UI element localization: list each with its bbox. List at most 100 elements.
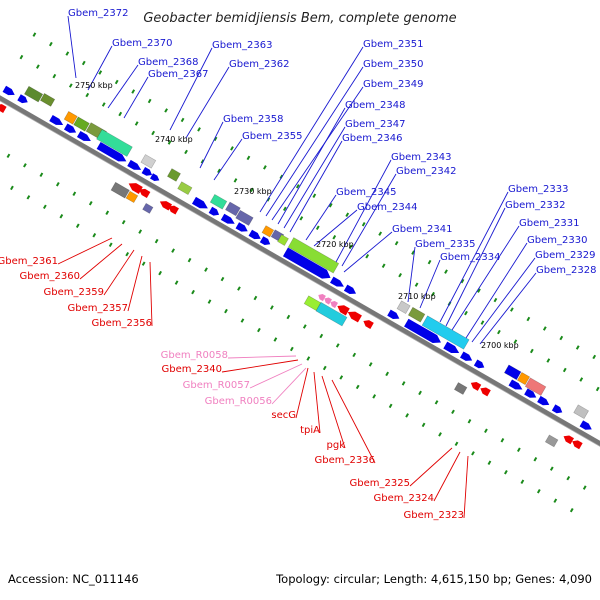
tick-mark	[174, 280, 179, 285]
forward-gene-label: Gbem_2342	[396, 166, 456, 177]
tick-mark	[414, 282, 419, 287]
leader-line	[283, 126, 346, 229]
forward-gene-arrow	[259, 236, 271, 246]
tick-mark	[582, 485, 587, 490]
tick-mark	[237, 286, 241, 291]
forward-gene-arrow	[443, 341, 460, 354]
tick-mark	[108, 242, 113, 247]
tick-mark	[72, 191, 77, 196]
leader-line	[87, 45, 113, 91]
tick-mark	[454, 441, 459, 447]
forward-gene-arrow	[330, 276, 344, 287]
forward-gene-label: Gbem_2363	[212, 40, 272, 51]
tick-mark	[549, 466, 554, 471]
tick-mark	[559, 335, 564, 341]
accession-text: Accession: NC_011146	[8, 572, 139, 586]
tick-mark	[224, 308, 228, 314]
reverse-gene-arrow	[318, 293, 326, 302]
gene-feature-box	[63, 111, 78, 125]
tick-mark	[88, 200, 93, 206]
gene-feature-box	[544, 434, 559, 448]
tick-mark	[220, 276, 225, 282]
forward-gene-label: Gbem_2351	[363, 39, 423, 50]
reverse-gene-arrow	[480, 387, 491, 397]
forward-gene-arrow	[235, 222, 248, 232]
leader-line	[321, 375, 346, 449]
tick-mark	[207, 299, 212, 304]
tick-mark	[299, 216, 304, 221]
leader-line	[221, 359, 299, 373]
leader-line	[79, 243, 123, 280]
gene-feature-box	[225, 201, 241, 217]
leader-line	[103, 249, 135, 296]
reverse-gene-arrow	[330, 300, 339, 309]
leader-line	[289, 140, 343, 233]
forward-gene-label: Gbem_2335	[415, 239, 475, 250]
tick-mark	[263, 165, 267, 170]
rna-gene-label: Gbem_R0058	[161, 350, 228, 361]
reverse-gene-label: tpiA	[300, 425, 320, 436]
tick-mark	[451, 409, 455, 415]
forward-gene-label: Gbem_2330	[527, 235, 587, 246]
tick-mark	[141, 261, 146, 266]
backbone-line	[0, 95, 600, 446]
tick-mark	[444, 269, 448, 274]
leader-line	[419, 259, 441, 309]
forward-gene-arrow	[220, 213, 235, 224]
tick-mark	[398, 272, 402, 278]
tick-mark	[105, 210, 110, 215]
gene-feature-box	[39, 93, 56, 107]
gene-feature-box	[125, 190, 139, 204]
leader-line	[185, 66, 230, 139]
gene-feature-box	[277, 234, 289, 246]
forward-gene-label: Gbem_2346	[342, 133, 402, 144]
leader-line	[463, 455, 469, 519]
forward-gene-arrow	[208, 206, 220, 216]
leader-line	[343, 231, 393, 273]
leader-line	[127, 255, 143, 312]
scale-tick-label: 2720 kbp	[316, 240, 354, 249]
tick-mark	[217, 168, 221, 174]
tick-mark	[438, 432, 442, 437]
tick-mark	[504, 470, 508, 475]
forward-gene-arrow	[49, 114, 64, 125]
forward-gene-label: Gbem_2350	[363, 59, 423, 70]
tick-layer	[6, 32, 600, 513]
reverse-gene-arrow	[563, 435, 574, 445]
tick-mark	[59, 214, 64, 219]
tick-mark	[230, 146, 234, 151]
tick-mark	[352, 352, 357, 358]
scale-tick-label: 2700 kbp	[481, 341, 519, 350]
forward-gene-label: Gbem_2368	[138, 57, 198, 68]
reverse-gene-label: Gbem_2336	[315, 455, 375, 466]
reverse-gene-label: Gbem_2325	[350, 478, 410, 489]
gene-feature-box	[396, 300, 411, 315]
forward-gene-arrow	[127, 159, 142, 170]
tick-mark	[464, 310, 468, 316]
forward-gene-label: Gbem_2334	[440, 252, 500, 263]
tick-mark	[421, 422, 426, 428]
tick-mark	[510, 307, 514, 312]
leader-line	[149, 261, 153, 327]
tick-mark	[312, 193, 317, 199]
forward-gene-arrow	[537, 395, 550, 406]
forward-gene-label: Gbem_2355	[242, 131, 302, 142]
scale-tick-label: 2730 kbp	[234, 187, 272, 196]
forward-gene-label: Gbem_2372	[68, 8, 128, 19]
tick-mark	[171, 248, 175, 253]
reverse-gene-arrow	[337, 305, 350, 316]
leader-line	[277, 107, 346, 225]
tick-mark	[579, 377, 584, 382]
tick-mark	[378, 231, 383, 236]
forward-gene-arrow	[473, 359, 485, 369]
tick-mark	[48, 41, 53, 47]
tick-mark	[233, 178, 238, 183]
forward-gene-arrow	[248, 229, 261, 240]
tick-mark	[154, 238, 159, 244]
tick-mark	[197, 127, 201, 132]
forward-gene-arrow	[460, 351, 473, 361]
tick-mark	[497, 329, 501, 335]
tick-mark	[542, 326, 547, 331]
tick-mark	[65, 51, 70, 56]
